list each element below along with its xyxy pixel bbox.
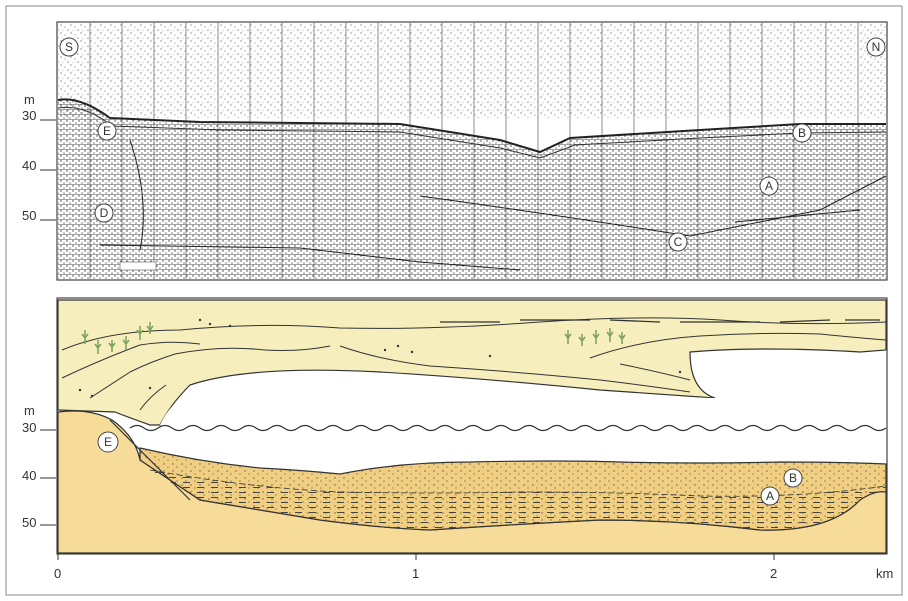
svg-text:E: E (104, 435, 112, 449)
upper-marker-d: D (95, 204, 113, 222)
direction-marker-south: S (60, 38, 78, 56)
svg-text:A: A (765, 179, 773, 193)
svg-text:N: N (872, 40, 881, 54)
lower-marker-a: A (761, 487, 779, 505)
svg-text:D: D (100, 206, 109, 220)
lower-depth-tick-50: 50 (22, 515, 36, 530)
distance-tick-0: 0 (54, 566, 61, 581)
lower-depth-tick-30: 30 (22, 420, 36, 435)
lower-depth-unit: m (24, 403, 35, 418)
upper-marker-a: A (760, 177, 778, 195)
svg-text:B: B (798, 126, 806, 140)
lower-marker-e: E (98, 432, 118, 452)
upper-marker-b: B (793, 124, 811, 142)
svg-text:S: S (65, 40, 73, 54)
svg-text:C: C (674, 235, 683, 249)
upper-depth-tick-30: 30 (22, 108, 36, 123)
upper-depth-tick-50: 50 (22, 208, 36, 223)
upper-depth-unit: m (24, 92, 35, 107)
upper-depth-tick-40: 40 (22, 158, 36, 173)
distance-tick-2: 2 (770, 566, 777, 581)
lower-depth-axis: m 30 40 50 (22, 403, 56, 530)
upper-marker-c: C (669, 233, 687, 251)
upper-seismic-panel (57, 22, 887, 280)
direction-marker-north: N (867, 38, 885, 56)
upper-marker-e: E (98, 122, 116, 140)
distance-tick-1: 1 (412, 566, 419, 581)
distance-axis: 0 1 2 km (54, 553, 893, 581)
upper-depth-axis: m 30 40 50 (22, 92, 56, 223)
svg-text:B: B (789, 471, 797, 485)
lower-depth-tick-40: 40 (22, 468, 36, 483)
lower-geologic-panel (57, 298, 887, 554)
distance-unit: km (876, 566, 893, 581)
svg-text:E: E (103, 124, 111, 138)
lower-marker-b: B (784, 469, 802, 487)
svg-text:A: A (766, 489, 774, 503)
